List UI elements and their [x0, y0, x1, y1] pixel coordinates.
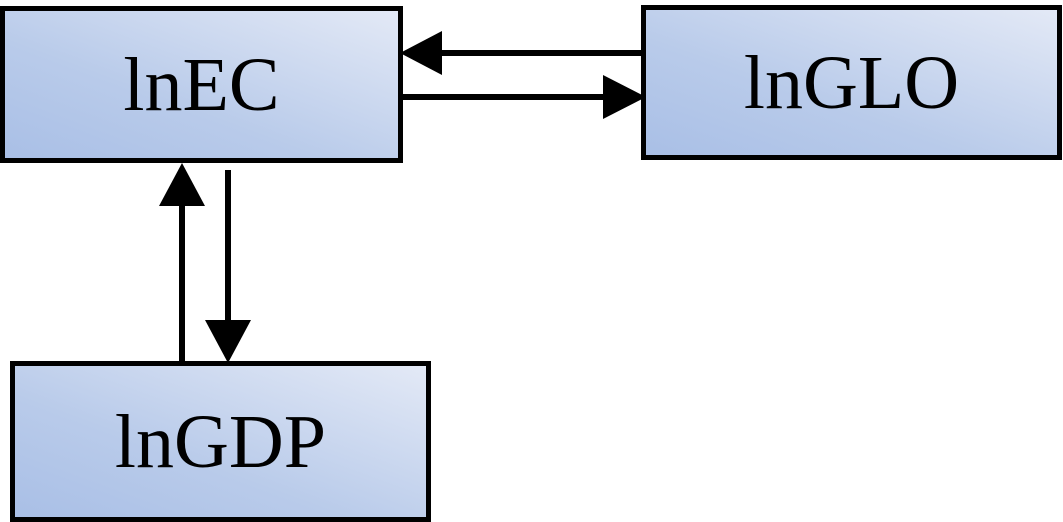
node-lnec: lnEC — [0, 6, 403, 163]
arrow-lnglo-to-lnec — [400, 31, 643, 75]
node-lngdp-label: lnGDP — [114, 399, 327, 484]
arrow-lnec-to-lnglo — [403, 75, 646, 119]
node-lnglo-label: lnGLO — [743, 40, 960, 125]
node-lnglo: lnGLO — [641, 5, 1062, 160]
arrow-lnec-to-lngdp — [205, 170, 251, 363]
node-lngdp: lnGDP — [10, 361, 431, 522]
node-lnec-label: lnEC — [123, 42, 280, 127]
arrow-lngdp-to-lnec — [159, 163, 205, 361]
